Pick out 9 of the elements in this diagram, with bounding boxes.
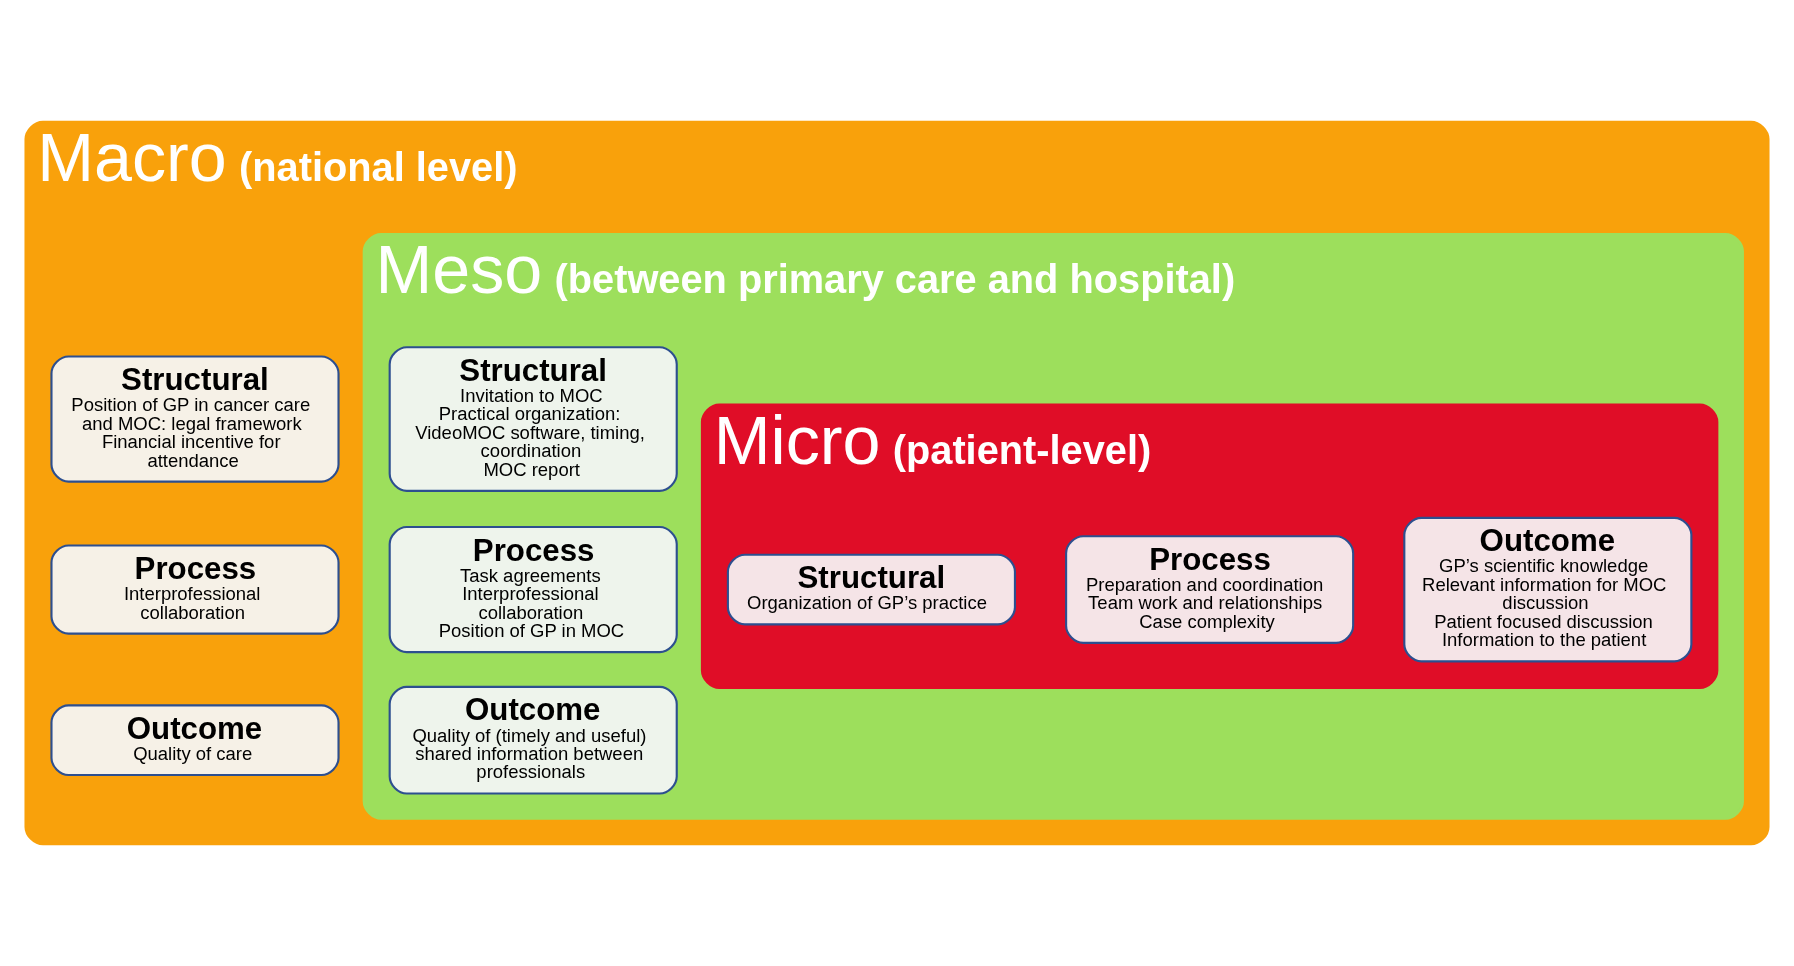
node-box: Structural Organization of GP’s practice [726,553,1016,626]
node-box: Structural Position of GP in cancer care and MOC: legal framework Financial incentive for attendance [50,355,340,483]
node-box: Process Interprofessional collaboration [50,544,340,635]
node-box: Outcome Quality of (timely and useful) shared information between professionals [388,685,678,795]
node-box: Process Task agreements Interprofessional collaboration Position of GP in MOC [388,526,678,654]
node-box: Outcome GP’s scientific knowledge Relevant information for MOC discussion Patient focused discussion Information to the patient [1403,516,1693,663]
node-box: Outcome Quality of care [50,704,340,777]
node-box: Process Preparation and coordination Team work and relationships Case complexity [1065,535,1355,644]
node-box: Structural Invitation to MOC Practical organization: VideoMOC software, timing, coordination MOC report [388,346,678,492]
